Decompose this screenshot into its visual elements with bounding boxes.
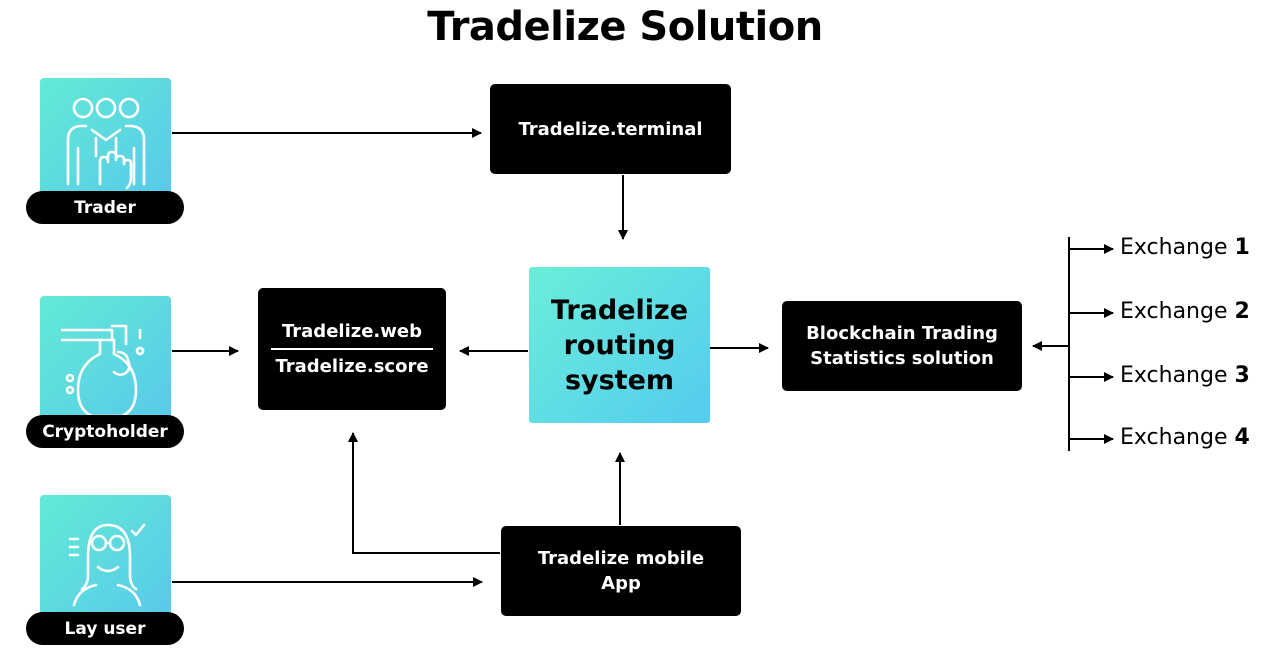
trader-tile — [40, 78, 171, 206]
blockchain-node: Blockchain Trading Statistics solution — [782, 301, 1022, 391]
mobile-line-1: Tradelize mobile — [537, 548, 705, 569]
cryptoholder-label: Cryptoholder — [26, 415, 184, 448]
routing-line-2: routing — [563, 329, 676, 361]
web-label: Tradelize.web — [281, 321, 422, 342]
arrow-mobile-web — [348, 432, 500, 554]
blockchain-line-1: Blockchain Trading — [806, 323, 998, 344]
spray-bottle-icon — [60, 324, 145, 418]
score-label: Tradelize.score — [275, 356, 429, 377]
exchange-2-number: 2 — [1234, 299, 1250, 324]
terminal-node: Tradelize.terminal — [490, 84, 731, 174]
trader-label: Trader — [26, 191, 184, 224]
web-score-divider — [271, 348, 433, 350]
cryptoholder-tile — [40, 296, 171, 432]
blockchain-line-2: Statistics solution — [810, 348, 994, 369]
exchange-1: Exchange 1 — [1120, 235, 1250, 260]
exchange-4-label: Exchange — [1120, 425, 1228, 450]
exchange-3-number: 3 — [1234, 363, 1250, 388]
mobile-app-node: Tradelize mobile App — [501, 526, 741, 616]
exchange-1-number: 1 — [1234, 235, 1250, 260]
exchange-3: Exchange 3 — [1120, 363, 1250, 388]
exchange-2: Exchange 2 — [1120, 299, 1250, 324]
routing-line-3: system — [564, 364, 675, 396]
routing-line-1: Tradelize — [550, 294, 689, 326]
people-hand-icon — [66, 97, 146, 190]
terminal-label: Tradelize.terminal — [518, 118, 703, 140]
exchange-4: Exchange 4 — [1120, 425, 1250, 450]
exchange-4-number: 4 — [1234, 425, 1250, 450]
lay-user-label: Lay user — [26, 612, 184, 645]
exchange-3-label: Exchange — [1120, 363, 1228, 388]
woman-glasses-icon — [68, 523, 146, 607]
lay-user-tile — [40, 495, 171, 627]
diagram-title: Tradelize Solution — [427, 4, 823, 50]
exchange-1-label: Exchange — [1120, 235, 1228, 260]
web-score-node: Tradelize.web Tradelize.score — [258, 288, 446, 410]
mobile-line-2: App — [601, 573, 641, 594]
routing-system-node: Tradelize routing system — [529, 267, 710, 423]
exchange-2-label: Exchange — [1120, 299, 1228, 324]
